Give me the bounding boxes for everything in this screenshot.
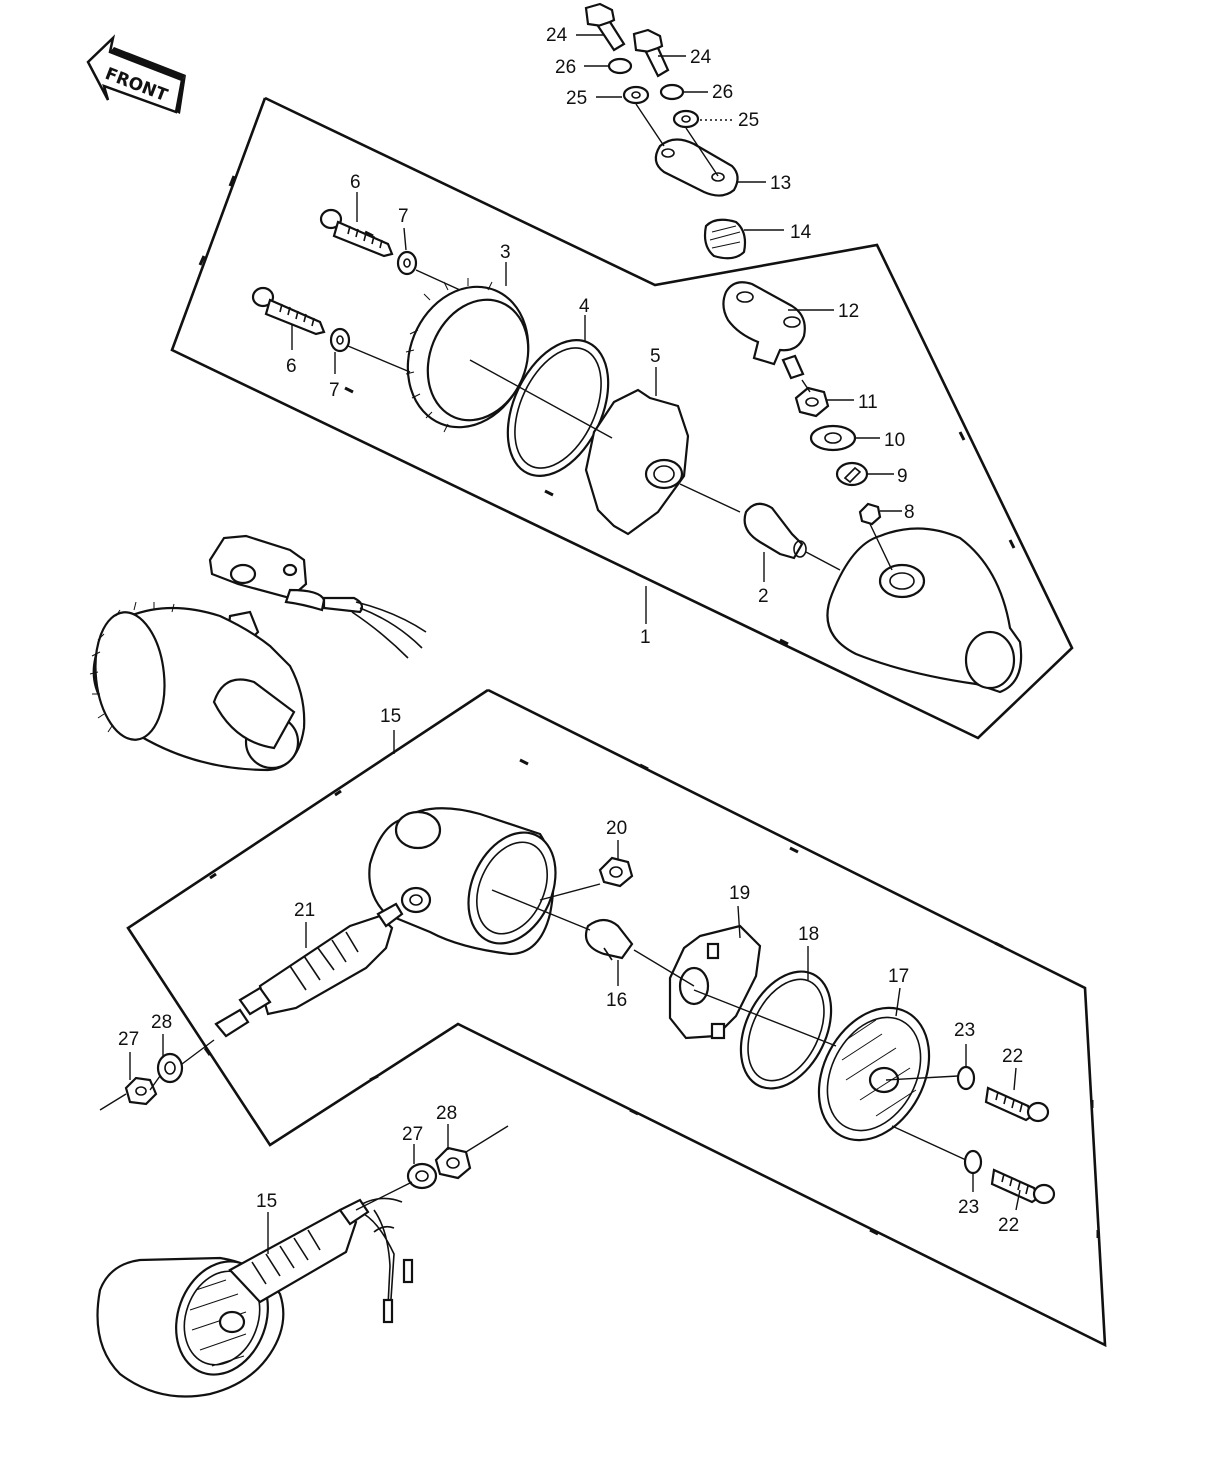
callout-14: 14 [790,222,812,243]
callout-22-upper: 22 [1002,1046,1023,1067]
callout-21: 21 [294,900,315,921]
callout-26-right: 26 [712,82,733,103]
callout-27-right: 27 [402,1124,423,1145]
washer-25-right [672,109,700,129]
callout-11: 11 [858,392,878,413]
nut-27-right [406,1162,438,1190]
front-signal-group-outline [170,96,1074,740]
washer-23-lower [963,1149,983,1175]
washer-25-left [622,85,650,105]
washer-23-upper [956,1065,976,1091]
stem-21 [214,902,404,1038]
callout-23-upper: 23 [954,1020,975,1041]
callout-25-right: 25 [738,110,759,131]
callout-27-left: 27 [118,1029,139,1050]
rubber-bushing-14 [703,218,747,260]
callout-5: 5 [650,346,661,367]
washer-28-left [156,1052,184,1084]
front-signal-housing [826,527,1023,694]
callout-10: 10 [884,430,905,451]
callout-6-upper: 6 [350,172,361,193]
callout-7-lower: 7 [329,380,340,401]
lock-washer-26-left [607,57,633,75]
callout-18: 18 [798,924,819,945]
callout-17: 17 [888,966,909,987]
nut-8 [858,502,882,526]
callout-16: 16 [606,990,627,1011]
callout-26-left: 26 [555,57,576,78]
washer-7-upper [396,250,418,276]
nut-11 [794,386,830,418]
screw-22-lower [990,1168,1056,1205]
lock-washer-26-right [659,83,685,101]
washer-7-lower [329,327,351,353]
screw-22-upper [984,1086,1050,1123]
callout-24-right: 24 [690,47,712,68]
washer-28-right [434,1146,472,1180]
callout-13: 13 [770,173,791,194]
front-signal-assembled [89,534,427,772]
socket-plate-19 [668,924,762,1040]
leader-lines [99,34,1021,1254]
callout-22-lower: 22 [998,1215,1019,1236]
callout-2: 2 [758,586,769,607]
washer-10 [809,424,857,452]
nut-27-left [124,1076,158,1106]
callout-20: 20 [606,818,627,839]
bolt-24-right [632,28,670,78]
screw-6-lower [251,286,326,336]
callout-15-upper: 15 [380,706,401,727]
callout-15-lower: 15 [256,1191,277,1212]
washer-9 [835,461,869,487]
bolt-24-left [584,2,626,52]
lens-17 [817,1006,931,1142]
callout-7-upper: 7 [398,206,409,227]
bracket-12 [722,281,806,380]
front-arrow-badge: FRONT [86,34,186,114]
socket-plate-5 [584,388,690,536]
callout-8: 8 [904,502,915,523]
bulb-2 [743,502,807,560]
callout-28-left: 28 [151,1012,172,1033]
callout-12: 12 [838,301,859,322]
bulb-16 [584,918,634,961]
callout-9: 9 [897,466,908,487]
clamp-13 [654,138,739,197]
callout-24-left: 24 [546,25,568,46]
rear-signal-assembled [96,1197,414,1398]
rear-signal-group-outline [126,688,1107,1348]
callout-3: 3 [500,242,511,263]
callout-25-left: 25 [566,88,587,109]
callout-4: 4 [579,296,590,317]
callout-labels: 24 24 26 26 25 25 13 14 12 11 10 9 8 6 7… [118,25,1023,1236]
callout-6-lower: 6 [286,356,297,377]
callout-19: 19 [729,883,750,904]
callout-28-right: 28 [436,1103,457,1124]
callout-1: 1 [640,627,651,648]
nut-20 [598,856,634,888]
screw-6-upper [319,208,394,258]
outline-dash-marks [198,175,1100,1238]
rear-signal-housing [368,807,557,956]
callout-23-lower: 23 [958,1197,979,1218]
lens-rim-3 [405,278,530,433]
